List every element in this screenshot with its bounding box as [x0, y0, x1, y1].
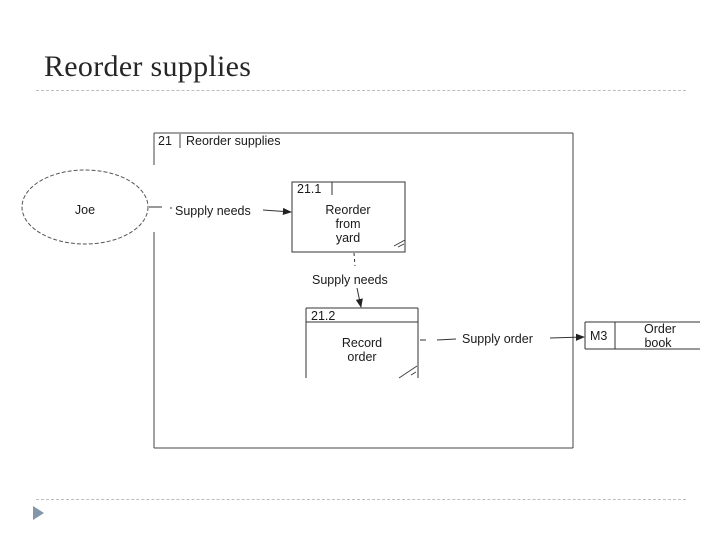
process-label-line: yard	[336, 231, 360, 245]
frame-number: 21	[158, 134, 172, 148]
top-divider	[36, 90, 686, 91]
flow-label: Supply needs	[312, 273, 388, 287]
bottom-divider	[36, 499, 686, 500]
data-store-label-line: book	[644, 336, 672, 350]
process-21-1: 21.1 Reorder from yard	[291, 181, 406, 253]
process-label-line: Record	[342, 336, 382, 350]
flow-label: Supply order	[462, 332, 533, 346]
process-label-line: from	[336, 217, 361, 231]
flow-label: Supply needs	[175, 204, 251, 218]
external-entity-joe: Joe	[21, 169, 149, 245]
process-id: 21.1	[297, 182, 321, 196]
data-store-m3: M3 Order book	[584, 321, 700, 350]
process-label-line: order	[347, 350, 376, 364]
external-entity-label: Joe	[75, 203, 95, 217]
flow-supply-order: Supply order	[420, 332, 585, 346]
data-store-label-line: Order	[644, 322, 676, 336]
slide-title: Reorder supplies	[44, 50, 252, 83]
bullet-arrow-icon	[33, 506, 44, 520]
process-id: 21.2	[311, 309, 335, 323]
flow-supply-needs-1: Supply needs	[149, 204, 292, 218]
flow-supply-needs-2: Supply needs	[312, 252, 388, 308]
frame-label: Reorder supplies	[186, 134, 281, 148]
process-frame-21: 21 Reorder supplies	[153, 132, 574, 449]
process-21-2: 21.2 Record order	[305, 307, 419, 379]
data-store-id: M3	[590, 329, 607, 343]
process-label-line: Reorder	[325, 203, 370, 217]
